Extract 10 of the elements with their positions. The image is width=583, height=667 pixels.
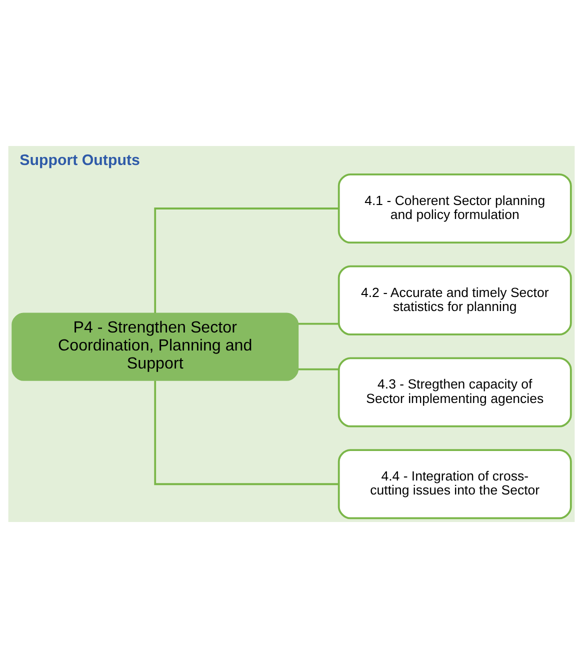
node-box: 4.2 - Accurate and timely Sector statistics for planning [338,264,572,335]
connector [154,380,339,485]
node-box: P4 - Strengthen Sector Coordination, Planning and Support [12,312,299,380]
diagram-title: Support Outputs [20,151,140,168]
connector [154,207,339,312]
connector [298,368,339,370]
node-box: 4.4 - Integration of cross-cutting issues into the Sector [338,448,572,519]
connector [298,322,339,324]
node-box: 4.1 - Coherent Sector planning and policy formulation [338,172,572,244]
node-box: 4.3 - Stregthen capacity of Sector implementing agencies [338,356,572,427]
